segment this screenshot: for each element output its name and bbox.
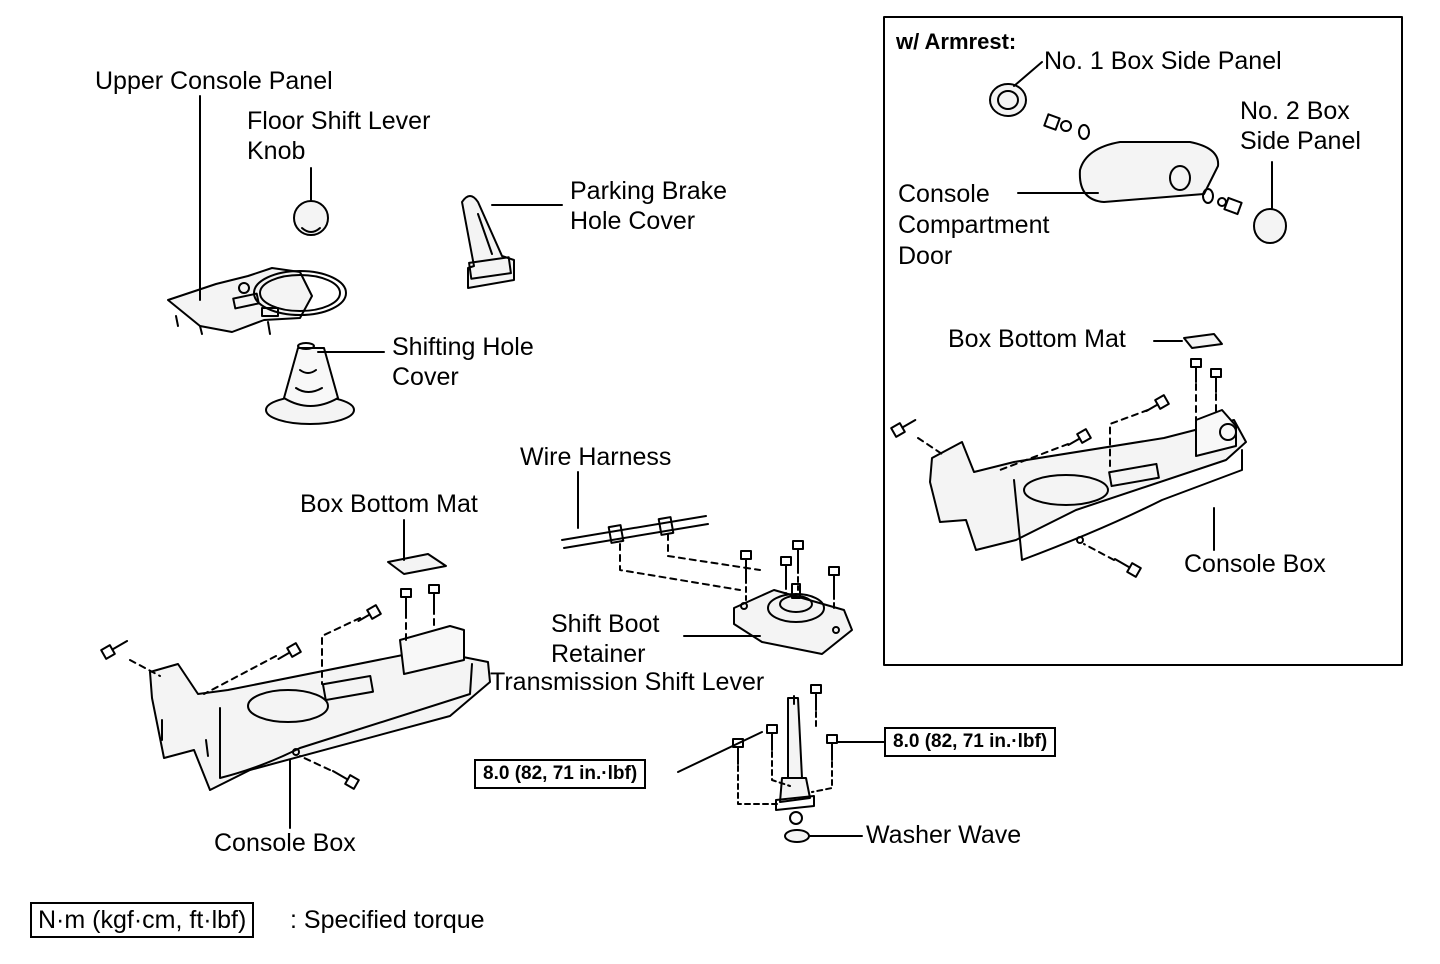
shift-boot-retainer-label-line1: Shift Boot bbox=[551, 610, 660, 638]
wire-harness-label: Wire Harness bbox=[520, 443, 672, 471]
box-bottom-mat-label: Box Bottom Mat bbox=[300, 490, 478, 518]
parking-brake-label-line1: Parking Brake bbox=[570, 177, 728, 205]
washer-wave-label: Washer Wave bbox=[866, 821, 1022, 849]
console-box-inset-bolts bbox=[890, 358, 1222, 578]
lever-bolts bbox=[732, 684, 838, 765]
torque-left-leader bbox=[677, 731, 763, 773]
shift-boot-retainer-label-line2: Retainer bbox=[551, 640, 646, 668]
no1-box-side-panel-part bbox=[989, 83, 1027, 117]
console-box-label: Console Box bbox=[214, 829, 356, 857]
upper-console-panel-part bbox=[167, 267, 347, 335]
compartment-door-label-line3: Door bbox=[898, 242, 953, 270]
torque-spec-right: 8.0 (82, 71 in.·lbf) bbox=[884, 727, 1057, 757]
wire-harness-part bbox=[561, 515, 709, 549]
torque-spec-left: 8.0 (82, 71 in.·lbf) bbox=[474, 759, 647, 789]
no1-box-side-panel-leader bbox=[1013, 61, 1043, 87]
armrest-inset-heading: w/ Armrest: bbox=[896, 29, 1017, 54]
floor-shift-lever-knob-part bbox=[293, 200, 329, 236]
inset-console-box-label: Console Box bbox=[1184, 550, 1326, 578]
compartment-door-label-line2: Compartment bbox=[898, 211, 1050, 239]
no2-box-side-panel-label-line2: Side Panel bbox=[1240, 127, 1361, 155]
knob-label-line2: Knob bbox=[247, 137, 306, 165]
parking-brake-hole-cover-part bbox=[461, 195, 515, 289]
knob-label-line1: Floor Shift Lever bbox=[247, 107, 431, 135]
shifting-hole-cover-part bbox=[265, 342, 355, 425]
console-compartment-door-part bbox=[1078, 141, 1220, 203]
shifting-hole-label-line2: Cover bbox=[392, 363, 459, 391]
box-bottom-mat-part bbox=[387, 553, 447, 575]
console-box-main-bolts bbox=[100, 584, 440, 790]
transmission-shift-lever-part bbox=[775, 697, 815, 825]
washer-wave-part bbox=[784, 829, 810, 843]
upper-console-panel-label: Upper Console Panel bbox=[95, 67, 333, 95]
parking-brake-label-line2: Hole Cover bbox=[570, 207, 696, 235]
inset-box-bottom-mat-label: Box Bottom Mat bbox=[948, 325, 1126, 353]
compartment-door-label-line1: Console bbox=[898, 180, 990, 208]
no1-box-side-panel-label: No. 1 Box Side Panel bbox=[1044, 47, 1282, 75]
torque-unit-legend-box: N·m (kgf·cm, ft·lbf) bbox=[30, 902, 255, 938]
no2-box-side-panel-part bbox=[1253, 208, 1287, 244]
retainer-bolts bbox=[740, 540, 840, 595]
wire-harness-dashes bbox=[619, 533, 761, 591]
shifting-hole-label-line1: Shifting Hole bbox=[392, 333, 534, 361]
no2-box-side-panel-label-line1: No. 2 Box bbox=[1240, 97, 1350, 125]
inset-fasteners-left bbox=[1043, 113, 1090, 140]
transmission-shift-lever-label: Transmission Shift Lever bbox=[490, 668, 765, 696]
console-box-main-part bbox=[149, 625, 491, 791]
inset-fasteners-right bbox=[1202, 188, 1243, 216]
inset-box-bottom-mat-part bbox=[1183, 333, 1223, 349]
console-box-inset-part bbox=[929, 409, 1247, 561]
torque-legend-description: : Specified torque bbox=[290, 906, 485, 934]
armrest-inset-frame bbox=[883, 16, 1403, 666]
